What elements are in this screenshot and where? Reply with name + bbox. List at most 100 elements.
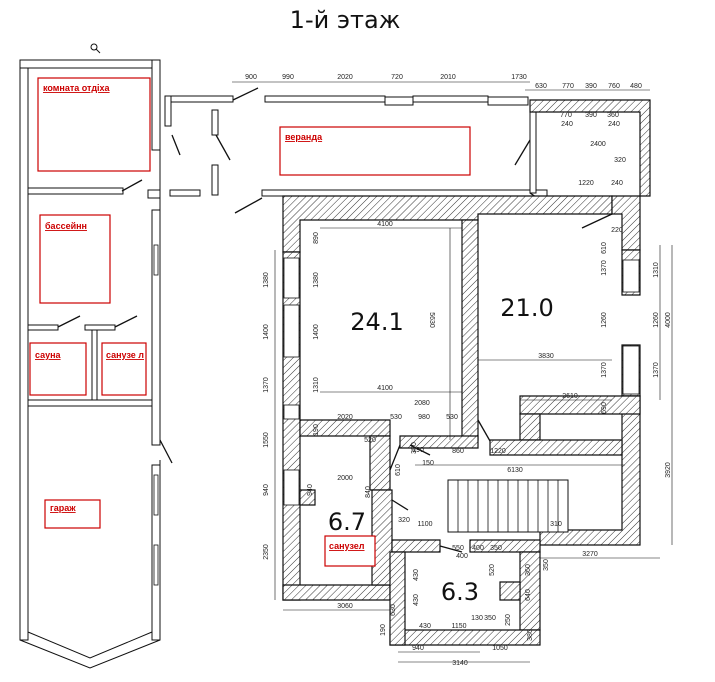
dim-center: 190 [412, 447, 424, 454]
dim-center: 520 [364, 437, 376, 444]
dim-left: 1400 [263, 324, 270, 340]
dim-inner: 4100 [377, 221, 393, 228]
dim-center: 350 [490, 545, 502, 552]
dim-inner: 1220 [490, 448, 506, 455]
dim-center: 3270 [582, 551, 598, 558]
dim-left: 940 [263, 484, 270, 496]
sauna-label: сауна [35, 350, 62, 360]
dim-center: 2000 [337, 475, 353, 482]
dim-bottom: 380 [527, 629, 534, 641]
dim-inner: 4100 [377, 385, 393, 392]
main-house-walls [282, 99, 651, 646]
dim-center: 400 [456, 553, 468, 560]
dim-left: 1310 [313, 377, 320, 393]
dim-top: 390 [585, 83, 597, 90]
dim-top: 2010 [440, 74, 456, 81]
rest-room-label: комната отдіха [43, 83, 111, 93]
dim-left: 1550 [263, 432, 270, 448]
dim-center: 840 [365, 486, 372, 498]
dim-bottom: 190 [380, 624, 387, 636]
bathroom-right-label: санузел [329, 541, 365, 551]
dim-left: 1380 [313, 272, 320, 288]
dim-bottom: 630 [390, 604, 397, 616]
dim-top: 2020 [337, 74, 353, 81]
veranda-label: веранда [285, 132, 323, 142]
dimension-labels: 900 990 2020 720 2010 1730 630 770 390 7… [245, 74, 672, 667]
dim-inner: 2020 [337, 414, 353, 421]
bathroom-right-box [324, 535, 376, 567]
dim-center: 320 [398, 517, 410, 524]
dim-bottom: 1050 [492, 645, 508, 652]
dim-right: 1370 [653, 362, 660, 378]
dim-center: 150 [422, 460, 434, 467]
dim-inner: 1100 [417, 521, 432, 528]
dim-bottom: 430 [413, 594, 420, 606]
dim-right: 3920 [665, 462, 672, 478]
dim-left: 1400 [313, 324, 320, 340]
dim-center: 400 [472, 545, 484, 552]
dim-top: 1730 [511, 74, 527, 81]
dim-left: 1370 [263, 377, 270, 393]
dim-right-top: 240 [561, 121, 573, 128]
dim-bottom: 3140 [452, 660, 468, 667]
dim-right-top: 240 [611, 180, 623, 187]
dim-inner: 980 [418, 414, 430, 421]
veranda-area [147, 87, 549, 214]
bathroom-left-label: санузе л [106, 350, 144, 360]
dim-bottom: 350 [484, 615, 496, 622]
dim-right-top: 1220 [578, 180, 594, 187]
dim-bottom: 350 [543, 559, 550, 571]
dim-bottom: 640 [525, 589, 532, 601]
dim-left: 190 [313, 424, 320, 436]
dim-right: 610 [601, 242, 608, 254]
bathroom-left-box [101, 342, 147, 396]
dim-right: 1310 [653, 262, 660, 278]
dim-inner: 860 [452, 448, 464, 455]
dim-right: 1260 [653, 312, 660, 328]
area-small-room-a: 6.7 [328, 508, 366, 536]
dim-inner: 6130 [507, 467, 523, 474]
dim-center: 940 [307, 484, 314, 496]
dim-top: 720 [391, 74, 403, 81]
dim-center: 350 [411, 442, 418, 454]
dim-center: 5630 [428, 312, 435, 328]
dim-inner: 3830 [538, 353, 554, 360]
dim-top: 770 [562, 83, 574, 90]
veranda-box [279, 126, 471, 176]
garage-box [44, 499, 101, 529]
dim-top: 990 [282, 74, 294, 81]
dim-inner: 2080 [414, 400, 430, 407]
pool-label: бассейнн [45, 221, 87, 231]
dim-right-top: 390 [585, 112, 597, 119]
area-right-room: 21.0 [500, 294, 553, 322]
dim-right: 1260 [601, 312, 608, 328]
left-building [19, 43, 173, 669]
dim-bottom: 3060 [337, 603, 353, 610]
dim-right: 4000 [665, 312, 672, 328]
dim-center: 610 [395, 464, 402, 476]
dim-right-top: 220 [611, 227, 623, 234]
area-small-room-b: 6.3 [441, 578, 479, 606]
page-title: 1-й этаж [290, 6, 401, 34]
dim-right: 1370 [601, 362, 608, 378]
dim-bottom: 360 [525, 564, 532, 576]
rest-room-box [37, 77, 151, 172]
dim-bottom: 520 [489, 564, 496, 576]
dim-bottom: 940 [412, 645, 424, 652]
dim-center: 550 [452, 545, 464, 552]
dim-right: 1370 [601, 260, 608, 276]
dim-inner: 530 [446, 414, 458, 421]
dim-right-top: 320 [614, 157, 626, 164]
dimension-lines [232, 81, 673, 663]
dim-inner: 2610 [562, 393, 578, 400]
garage-label: гараж [50, 503, 76, 513]
dim-left: 1380 [263, 272, 270, 288]
dim-top: 900 [245, 74, 257, 81]
magnifier-icon [90, 43, 101, 54]
dim-right: 690 [601, 402, 608, 414]
dim-bottom: 430 [413, 569, 420, 581]
dim-left: 890 [313, 232, 320, 244]
dim-right-top: 360 [607, 112, 619, 119]
dim-right-top: 770 [560, 112, 572, 119]
